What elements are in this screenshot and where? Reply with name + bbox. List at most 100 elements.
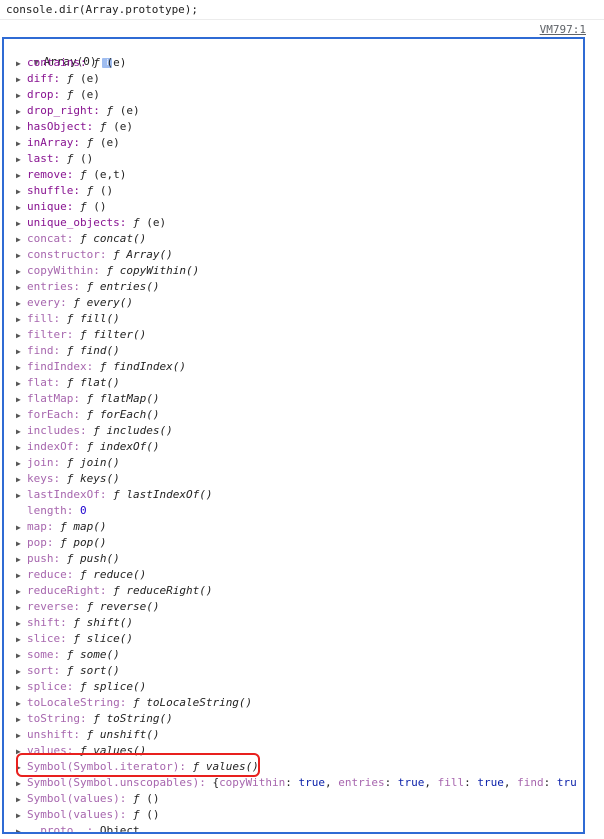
expand-triangle-icon[interactable]: ▶ xyxy=(16,475,21,484)
property-row[interactable]: ▶unique: ƒ () xyxy=(16,199,583,215)
expand-triangle-icon[interactable]: ▶ xyxy=(16,443,21,452)
property-row[interactable]: ▶includes: ƒ includes() xyxy=(16,423,583,439)
property-row[interactable]: ▶push: ƒ push() xyxy=(16,551,583,567)
property-row[interactable]: ▶entries: ƒ entries() xyxy=(16,279,583,295)
property-row[interactable]: ▶concat: ƒ concat() xyxy=(16,231,583,247)
expand-triangle-icon[interactable]: ▶ xyxy=(16,315,21,324)
expand-triangle-icon[interactable]: ▶ xyxy=(16,427,21,436)
property-row[interactable]: ▶drop_right: ƒ (e) xyxy=(16,103,583,119)
property-row[interactable]: ▶values: ƒ values() xyxy=(16,743,583,759)
property-row[interactable]: ▶map: ƒ map() xyxy=(16,519,583,535)
expand-triangle-icon[interactable]: ▶ xyxy=(16,331,21,340)
expand-triangle-icon[interactable]: ▶ xyxy=(16,539,21,548)
property-row[interactable]: ▶keys: ƒ keys() xyxy=(16,471,583,487)
expand-triangle-icon[interactable]: ▶ xyxy=(16,699,21,708)
property-row[interactable]: ▶copyWithin: ƒ copyWithin() xyxy=(16,263,583,279)
property-row[interactable]: ▶Symbol(Symbol.unscopables): {copyWithin… xyxy=(16,775,583,791)
expand-triangle-icon[interactable]: ▶ xyxy=(16,59,21,68)
expand-triangle-icon[interactable]: ▶ xyxy=(16,667,21,676)
property-row[interactable]: ▶flatMap: ƒ flatMap() xyxy=(16,391,583,407)
property-row[interactable]: ▶some: ƒ some() xyxy=(16,647,583,663)
expand-triangle-icon[interactable]: ▶ xyxy=(16,187,21,196)
expand-triangle-icon[interactable]: ▶ xyxy=(16,267,21,276)
expand-triangle-icon[interactable]: ▶ xyxy=(16,571,21,580)
expand-triangle-icon[interactable]: ▶ xyxy=(16,651,21,660)
property-row[interactable]: ▶unique_objects: ƒ (e) xyxy=(16,215,583,231)
expand-triangle-icon[interactable]: ▶ xyxy=(16,75,21,84)
property-row[interactable]: ▶findIndex: ƒ findIndex() xyxy=(16,359,583,375)
expand-triangle-icon[interactable]: ▶ xyxy=(16,683,21,692)
property-row[interactable]: ▶filter: ƒ filter() xyxy=(16,327,583,343)
expand-triangle-icon[interactable]: ▶ xyxy=(16,235,21,244)
expand-triangle-icon[interactable]: ▶ xyxy=(16,731,21,740)
property-row[interactable]: ▶shift: ƒ shift() xyxy=(16,615,583,631)
property-row[interactable]: ▶flat: ƒ flat() xyxy=(16,375,583,391)
property-row[interactable]: ▶forEach: ƒ forEach() xyxy=(16,407,583,423)
property-row[interactable]: ▶reduce: ƒ reduce() xyxy=(16,567,583,583)
property-row[interactable]: ▶toLocaleString: ƒ toLocaleString() xyxy=(16,695,583,711)
property-row[interactable]: ▶reverse: ƒ reverse() xyxy=(16,599,583,615)
expand-triangle-icon[interactable]: ▶ xyxy=(16,619,21,628)
expand-triangle-icon[interactable]: ▶ xyxy=(16,747,21,756)
property-row[interactable]: ▶splice: ƒ splice() xyxy=(16,679,583,695)
property-row[interactable]: ▶diff: ƒ (e) xyxy=(16,71,583,87)
expand-triangle-icon[interactable]: ▶ xyxy=(16,251,21,260)
expand-triangle-icon[interactable]: ▶ xyxy=(16,171,21,180)
expand-triangle-icon[interactable]: ▶ xyxy=(16,523,21,532)
expand-triangle-icon[interactable]: ▶ xyxy=(16,411,21,420)
property-row[interactable]: ▶toString: ƒ toString() xyxy=(16,711,583,727)
property-row[interactable]: ▶shuffle: ƒ () xyxy=(16,183,583,199)
property-row[interactable]: ▶Symbol(values): ƒ () xyxy=(16,807,583,823)
property-row[interactable]: ▶hasObject: ƒ (e) xyxy=(16,119,583,135)
expand-triangle-icon[interactable]: ▶ xyxy=(16,395,21,404)
property-row[interactable]: ▶join: ƒ join() xyxy=(16,455,583,471)
expand-triangle-icon[interactable]: ▶ xyxy=(16,155,21,164)
expand-triangle-icon[interactable]: ▶ xyxy=(16,139,21,148)
expand-triangle-icon[interactable]: ▶ xyxy=(16,107,21,116)
object-header[interactable]: ▼Array(0)i xyxy=(7,41,113,68)
expand-triangle-icon[interactable]: ▶ xyxy=(16,603,21,612)
property-row[interactable]: ▶__proto__: Object xyxy=(16,823,583,834)
property-row[interactable]: ▶Symbol(values): ƒ () xyxy=(16,791,583,807)
property-row[interactable]: ▶constructor: ƒ Array() xyxy=(16,247,583,263)
expand-triangle-icon[interactable]: ▶ xyxy=(16,379,21,388)
expand-triangle-icon[interactable]: ▶ xyxy=(16,363,21,372)
property-row[interactable]: ▶drop: ƒ (e) xyxy=(16,87,583,103)
property-row[interactable]: ▶indexOf: ƒ indexOf() xyxy=(16,439,583,455)
property-row[interactable]: ▶unshift: ƒ unshift() xyxy=(16,727,583,743)
info-icon[interactable]: i xyxy=(102,58,113,68)
source-link[interactable]: VM797:1 xyxy=(539,23,586,36)
property-row[interactable]: ▶slice: ƒ slice() xyxy=(16,631,583,647)
expand-triangle-icon[interactable]: ▶ xyxy=(16,715,21,724)
property-row[interactable]: ▶fill: ƒ fill() xyxy=(16,311,583,327)
expand-triangle-icon[interactable]: ▶ xyxy=(16,811,21,820)
expand-triangle-icon[interactable]: ▶ xyxy=(16,587,21,596)
property-row[interactable]: ▶contains: ƒ (e) xyxy=(16,55,583,71)
property-row[interactable]: ▶lastIndexOf: ƒ lastIndexOf() xyxy=(16,487,583,503)
property-row[interactable]: ▶Symbol(Symbol.iterator): ƒ values() xyxy=(16,759,583,775)
property-row[interactable]: ▶inArray: ƒ (e) xyxy=(16,135,583,151)
expand-triangle-icon[interactable]: ▶ xyxy=(16,459,21,468)
property-row[interactable]: ▶sort: ƒ sort() xyxy=(16,663,583,679)
expand-triangle-icon[interactable]: ▶ xyxy=(16,555,21,564)
expand-triangle-icon[interactable]: ▶ xyxy=(16,491,21,500)
property-row[interactable]: ▶remove: ƒ (e,t) xyxy=(16,167,583,183)
expand-triangle-icon[interactable]: ▶ xyxy=(16,299,21,308)
property-row[interactable]: ▶last: ƒ () xyxy=(16,151,583,167)
expand-triangle-icon[interactable]: ▶ xyxy=(16,795,21,804)
expand-triangle-icon[interactable]: ▶ xyxy=(16,827,21,834)
expand-triangle-icon[interactable]: ▶ xyxy=(16,219,21,228)
property-row[interactable]: ▶reduceRight: ƒ reduceRight() xyxy=(16,583,583,599)
expand-triangle-icon[interactable]: ▶ xyxy=(16,347,21,356)
expand-triangle-icon[interactable]: ▶ xyxy=(16,203,21,212)
expand-triangle-icon[interactable]: ▶ xyxy=(16,283,21,292)
expand-triangle-icon[interactable]: ▶ xyxy=(16,123,21,132)
expand-triangle-icon[interactable]: ▶ xyxy=(16,635,21,644)
property-row[interactable]: ▶find: ƒ find() xyxy=(16,343,583,359)
expand-triangle-icon[interactable]: ▶ xyxy=(16,763,21,772)
expand-triangle-icon[interactable]: ▶ xyxy=(16,91,21,100)
expand-triangle-icon[interactable]: ▶ xyxy=(16,779,21,788)
expand-triangle-icon[interactable]: ▼ xyxy=(33,58,39,68)
property-row[interactable]: ▶pop: ƒ pop() xyxy=(16,535,583,551)
property-row[interactable]: ▶every: ƒ every() xyxy=(16,295,583,311)
